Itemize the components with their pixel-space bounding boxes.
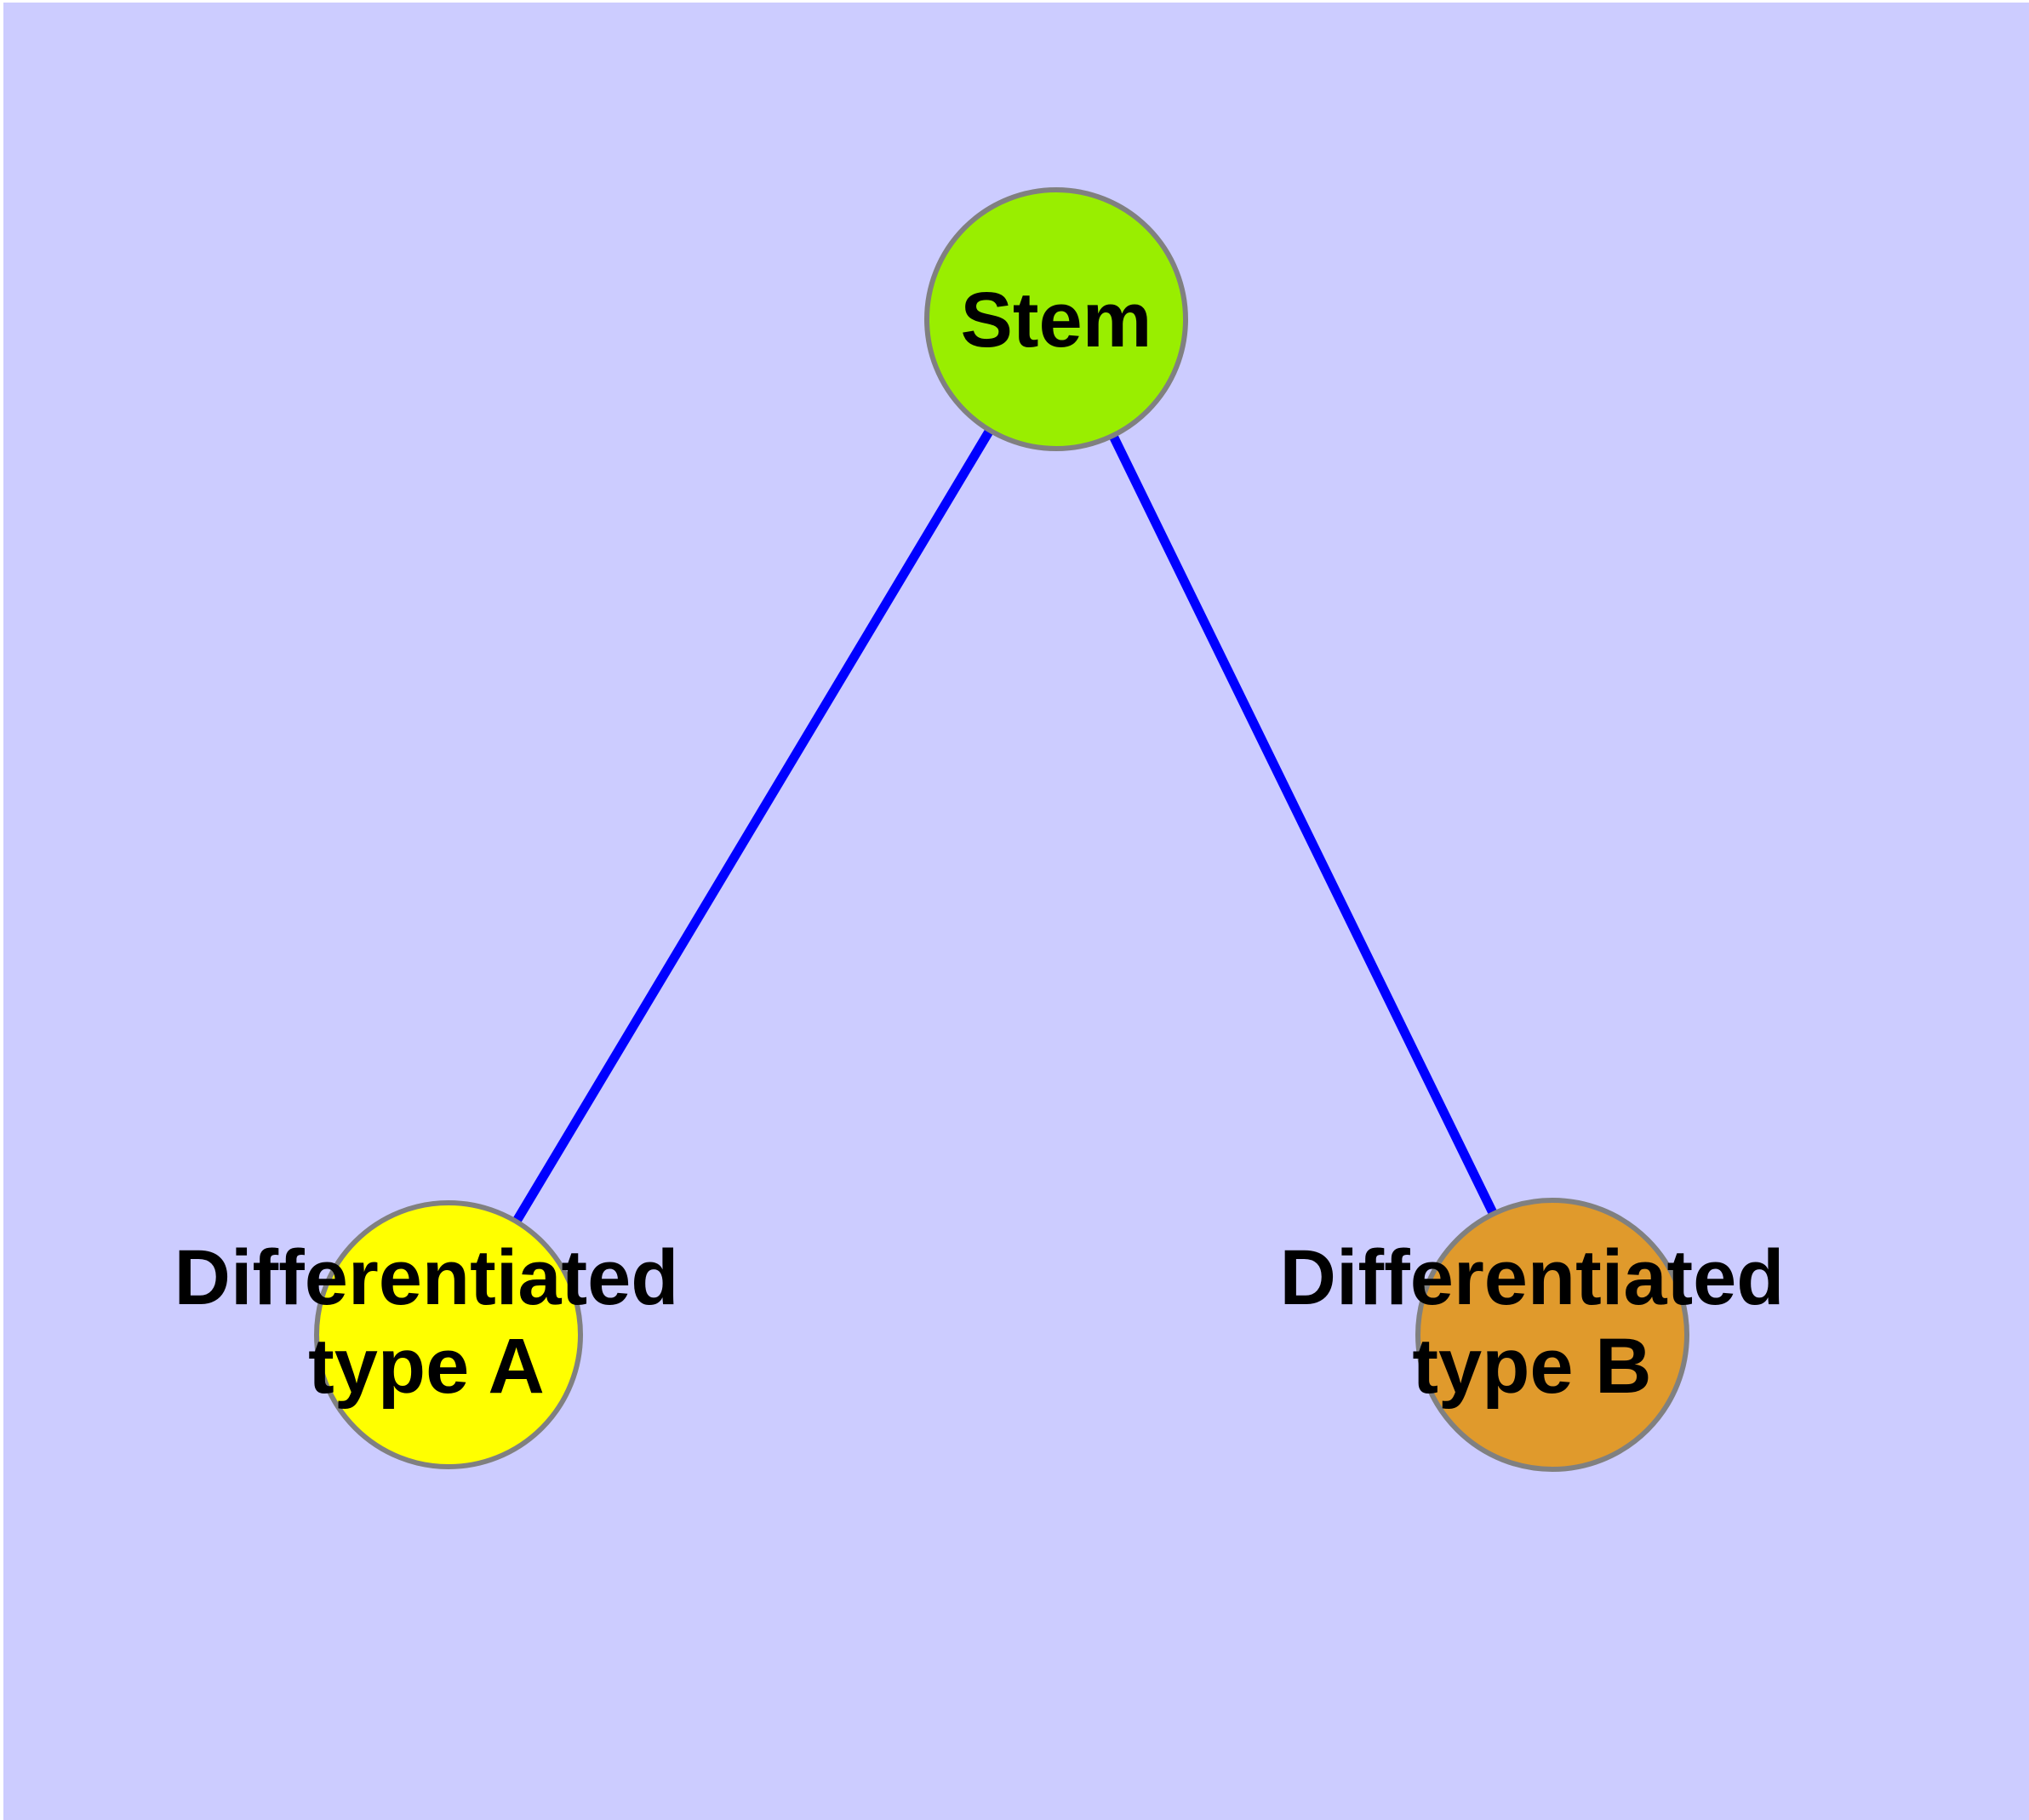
node-circle-differentiated-type-a[interactable] — [314, 1200, 583, 1469]
node-label-differentiated-type-a-line2: type A — [308, 1323, 545, 1410]
node-label-differentiated-type-a-line1: Differentiated — [174, 1234, 679, 1321]
node-differentiated-type-a[interactable]: Differentiated type A — [174, 1200, 679, 1469]
edge-layer — [511, 426, 1499, 1226]
node-circle-stem[interactable] — [924, 187, 1188, 451]
node-stem[interactable]: Stem — [924, 187, 1188, 451]
node-layer: Stem Differentiated type A Differentiate… — [174, 187, 1785, 1472]
edge-stem-to-differentiated-type-a[interactable] — [511, 426, 995, 1226]
node-circle-differentiated-type-b[interactable] — [1415, 1198, 1689, 1472]
graph-svg: Stem Differentiated type A Differentiate… — [174, 187, 1785, 1472]
node-label-differentiated-type-b-line2: type B — [1412, 1323, 1651, 1410]
node-differentiated-type-b[interactable]: Differentiated type B — [1280, 1198, 1785, 1472]
node-label-stem: Stem — [961, 277, 1152, 363]
edge-stem-to-differentiated-type-b[interactable] — [1107, 432, 1499, 1218]
node-label-differentiated-type-b-line1: Differentiated — [1280, 1234, 1785, 1321]
